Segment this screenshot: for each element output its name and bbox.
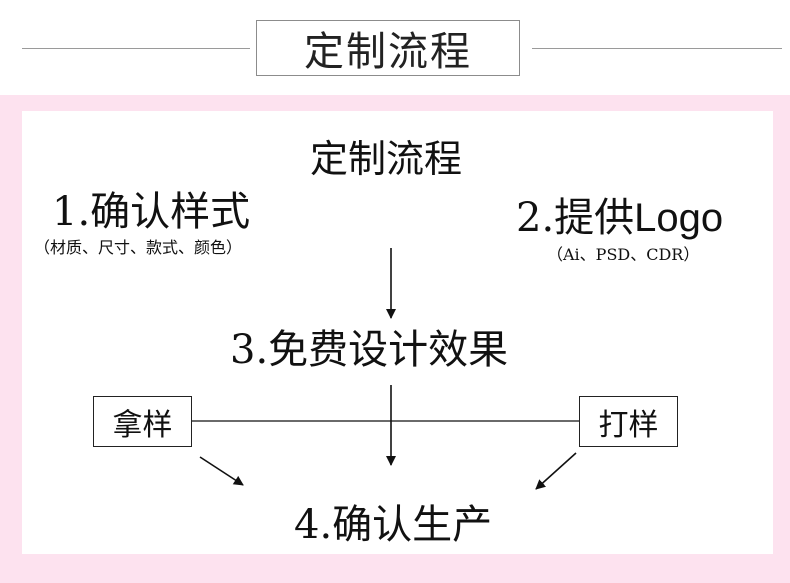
step-1-label: 1.确认样式 <box>52 189 251 235</box>
step-4-label: 4.确认生产 <box>294 502 493 548</box>
step-2-label-cn: 提供 <box>554 195 635 241</box>
make-proof-box: 打样 <box>579 396 678 447</box>
arrow-sample-to-production <box>199 456 244 486</box>
step-2-label-en: Logo <box>634 196 724 240</box>
diagram-title: 定制流程 <box>310 137 463 181</box>
step-2-note: （Ai、PSD、CDR） <box>547 245 700 264</box>
section-title: 定制流程 <box>256 20 520 76</box>
process-panel <box>22 111 773 554</box>
step-2-number: 2. <box>516 195 555 241</box>
header-divider-right <box>532 48 782 49</box>
step-1-note: （材质、尺寸、款式、颜色） <box>34 238 243 257</box>
step-2-label: 2.提供Logo <box>516 198 723 238</box>
header-divider-left <box>22 48 250 49</box>
arrow-proof-to-production <box>535 452 577 490</box>
take-sample-box: 拿样 <box>93 396 192 447</box>
step-3-label: 3.免费设计效果 <box>230 327 509 373</box>
